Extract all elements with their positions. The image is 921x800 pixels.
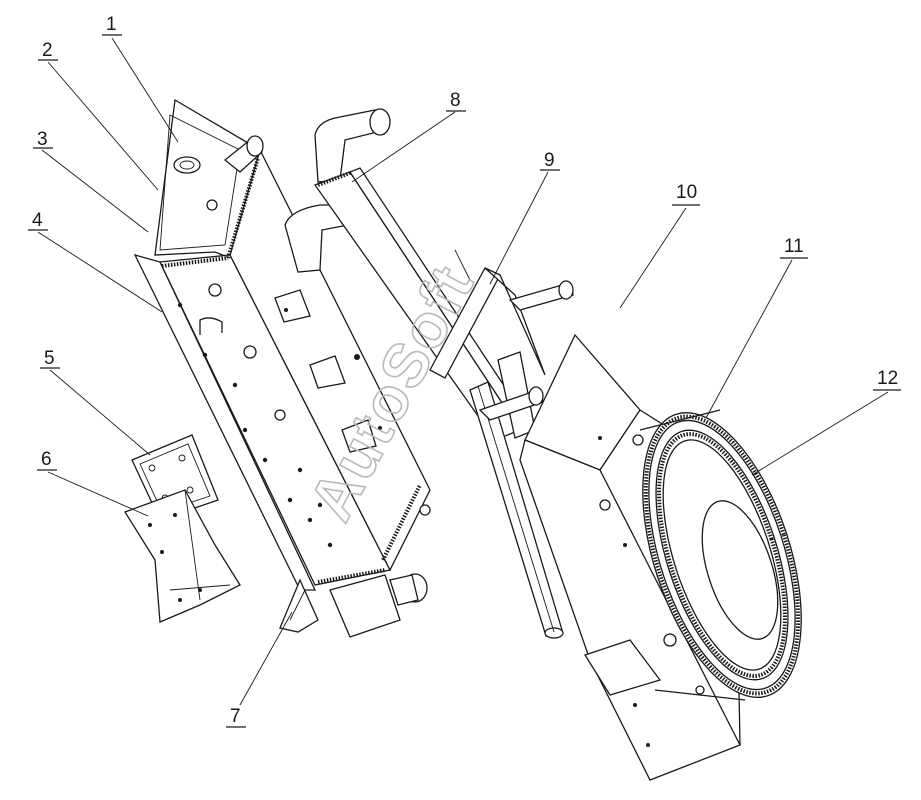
mounting-tube	[429, 249, 564, 639]
callout-1: 1	[106, 14, 117, 35]
callout-6: 6	[41, 449, 52, 470]
pipe-assembly	[274, 108, 531, 453]
callout-12: 12	[877, 368, 898, 389]
bracket-7	[279, 578, 319, 633]
callout-8: 8	[450, 90, 461, 111]
bracket-6	[124, 489, 241, 623]
callout-7: 7	[230, 706, 241, 727]
leader-lines	[37, 37, 889, 706]
callout-9: 9	[544, 150, 555, 171]
fan-guard	[639, 409, 802, 701]
callout-10: 10	[676, 182, 697, 203]
callout-2: 2	[42, 40, 53, 61]
callout-4: 4	[32, 210, 43, 231]
callout-11: 11	[784, 236, 804, 257]
callout-3: 3	[37, 129, 48, 150]
callout-labels: 1 2 3 4 5 6 7 8 9 10 11 12	[28, 14, 901, 728]
bracket-5	[131, 434, 219, 521]
callout-5: 5	[44, 348, 55, 369]
